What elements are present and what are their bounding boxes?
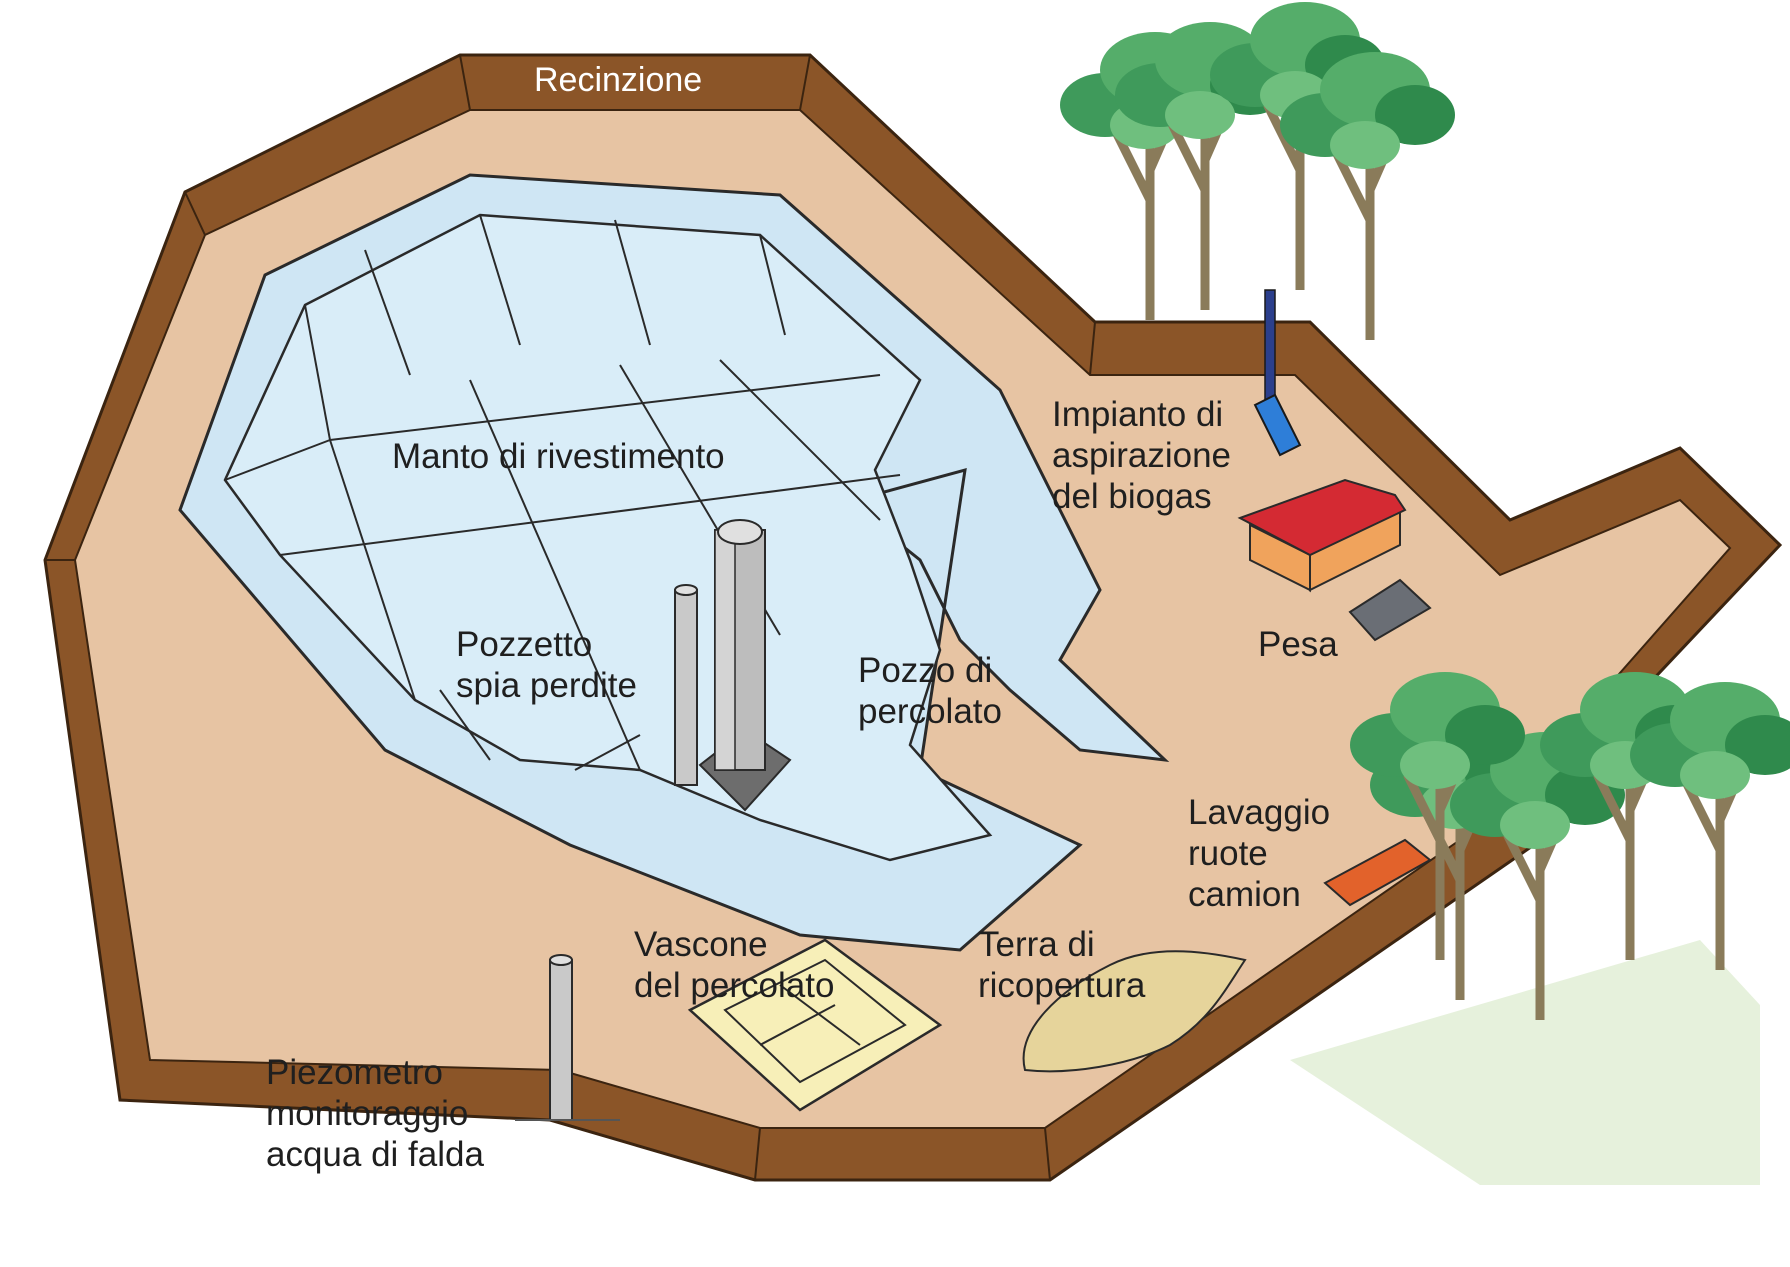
liner-floor (223, 213, 993, 862)
piezometer-label: Piezometro monitoraggio acqua di falda (266, 1052, 484, 1175)
leachate-well-label-line-1: Pozzo di (858, 651, 993, 690)
leachate-tanks-label-line-2: del percolato (634, 966, 835, 1005)
truck-wash-pad (1323, 838, 1432, 907)
truck-wash-label-line-2: ruote (1188, 834, 1268, 873)
scale-label: Pesa (1258, 625, 1338, 664)
biogas-label: Impianto di aspirazione del biogas (1052, 394, 1231, 517)
leachate-well-label-line-2: percolato (858, 692, 1002, 731)
cover-soil-label-line-2: ricopertura (978, 966, 1146, 1005)
piezometer-label-line-3: acqua di falda (266, 1135, 484, 1174)
cover-soil-label-line-1: Terra di (978, 925, 1095, 964)
truck-wash-label: Lavaggio ruote camion (1188, 792, 1330, 915)
biogas-label-line-1: Impianto di (1052, 395, 1224, 434)
leak-well-label-line-1: Pozzetto (456, 625, 593, 664)
liner-label: Manto di rivestimento (392, 437, 725, 476)
cover-soil-label: Terra di ricopertura (978, 924, 1145, 1006)
leachate-tanks-label-line-1: Vascone (634, 925, 768, 964)
leak-well-label: Pozzetto spia perdite (456, 624, 637, 706)
liner-seams (224, 214, 901, 771)
leak-well-label-line-2: spia perdite (456, 666, 637, 705)
cover-soil-pile (1022, 950, 1247, 1073)
leachate-well-label: Pozzo di percolato (858, 650, 1002, 732)
pipe-icon (1253, 289, 1302, 457)
biogas-label-line-3: del biogas (1052, 477, 1212, 516)
grass-area (1290, 940, 1760, 1185)
truck-wash-label-line-1: Lavaggio (1188, 793, 1331, 832)
building (1237, 478, 1407, 593)
leak-well-pipe (674, 584, 698, 786)
truck-wash-label-line-3: camion (1188, 875, 1301, 914)
leachate-well-column (698, 519, 792, 812)
leachate-tanks (687, 938, 943, 1112)
leachate-tanks-label: Vascone del percolato (634, 924, 834, 1006)
fence-label: Recinzione (534, 61, 703, 99)
piezometer-label-line-2: monitoraggio (266, 1094, 469, 1133)
scale-pad-icon (1348, 578, 1432, 642)
biogas-label-line-2: aspirazione (1052, 436, 1231, 475)
piezometer-pipe (515, 954, 620, 1121)
piezometer-label-line-1: Piezometro (266, 1053, 444, 1092)
